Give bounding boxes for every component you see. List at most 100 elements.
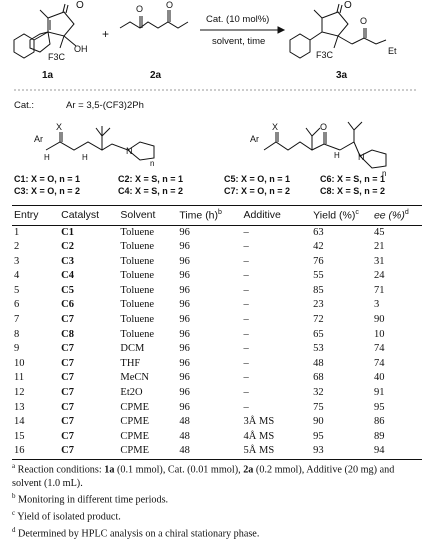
footnotes: a Reaction conditions: 1a (0.1 mmol), Ca…: [12, 460, 422, 541]
cell-time: 48: [177, 444, 242, 461]
cell-solvent: Toluene: [120, 299, 155, 311]
cell-solvent: Toluene: [120, 255, 155, 267]
cell-time: 96: [179, 328, 190, 340]
cell-entry: 7: [14, 314, 20, 326]
cell-ee: 10: [373, 328, 385, 340]
cell-yield: 23: [313, 299, 324, 311]
cell-ee: 74: [373, 357, 385, 369]
cell-time: 96: [179, 284, 190, 296]
footnote-c: c Yield of isolated product.: [12, 507, 422, 524]
optimization-table: Entry Catalyst Solvent Time (h)b Additiv…: [12, 205, 422, 461]
cell-solvent: Toluene: [120, 270, 155, 282]
cat-label: Cat.:: [14, 100, 34, 111]
cell-yield: 55: [313, 270, 324, 282]
c5-x: X: [272, 122, 278, 132]
cell-catalyst: C7: [61, 343, 74, 355]
cell-time: 96: [179, 226, 190, 238]
catalyst-loading-label: Cat. (10 mol%): [206, 14, 269, 25]
cell-catalyst: C2: [61, 241, 74, 253]
cell-time: 96: [179, 387, 190, 399]
cell-yield: 42: [313, 241, 324, 253]
cell-additive: –: [243, 401, 249, 413]
cell-entry: 9: [14, 343, 20, 355]
c5-n-index: n: [382, 169, 386, 178]
footnote-b: b Monitoring in different time periods.: [12, 490, 422, 507]
cell-catalyst: C8: [61, 328, 74, 340]
footnote-b-text: Monitoring in different time periods.: [15, 494, 169, 506]
c1-x: X: [56, 122, 62, 132]
cell-ee: 74: [373, 343, 385, 355]
cell-time: 96: [179, 401, 190, 413]
cell-solvent: THF: [120, 357, 141, 369]
cell-additive: –: [243, 357, 249, 369]
footnote-c-mark: c: [12, 509, 16, 517]
cell-solvent: Et2O: [120, 387, 143, 399]
cell-yield: 48: [313, 357, 324, 369]
c2-def: C2: X = S, n = 1: [118, 174, 183, 184]
compound-2a-o-right: O: [166, 0, 173, 10]
cell-solvent: MeCN: [120, 372, 149, 384]
cell-solvent: Toluene: [120, 284, 155, 296]
compound-3a-carbonyl-o: O: [344, 0, 352, 11]
header-ee-text: ee (%): [373, 209, 405, 222]
cell-entry: 16: [12, 444, 60, 461]
c4-def: C4: X = S, n = 2: [118, 186, 183, 196]
cell-ee: 71: [373, 284, 385, 296]
cell-entry: 5: [14, 284, 20, 296]
header-yield-sup: c: [355, 209, 359, 216]
compound-1a-label: 1a: [42, 70, 54, 81]
c3-def: C3: X = O, n = 2: [14, 186, 80, 196]
header-catalyst: Catalyst: [59, 205, 119, 226]
footnote-c-text: Yield of isolated product.: [15, 511, 121, 523]
cell-entry: 3: [14, 255, 20, 267]
compound-1a-f3c: F3C: [48, 52, 66, 62]
cell-additive: –: [243, 299, 249, 311]
cell-ee: 90: [373, 314, 385, 326]
cell-time: 96: [179, 241, 190, 253]
c5-def: C5: X = O, n = 1: [224, 174, 290, 184]
c5-ar: Ar: [250, 134, 259, 144]
cell-yield: 65: [313, 328, 324, 340]
compound-2a-o-left: O: [136, 4, 143, 14]
cell-solvent: CPME: [120, 430, 149, 442]
cell-solvent: Toluene: [120, 241, 155, 253]
footnote-a-text-1: Reaction conditions:: [15, 464, 105, 476]
compound-2a-label: 2a: [150, 70, 162, 81]
cell-yield: 85: [313, 284, 324, 296]
cell-catalyst: C7: [61, 416, 74, 428]
cell-catalyst: C6: [61, 299, 74, 311]
header-ee-sup: d: [404, 209, 409, 216]
cell-catalyst: C7: [61, 372, 74, 384]
cell-entry: 6: [14, 299, 20, 311]
cell-solvent: Toluene: [120, 328, 155, 340]
table-header-row: Entry Catalyst Solvent Time (h)b Additiv…: [12, 205, 422, 226]
cell-additive: –: [243, 372, 249, 384]
cell-additive: 3Å MS: [243, 416, 275, 428]
cell-additive: 5Å MS: [241, 444, 312, 461]
header-yield: Yield (%)c: [311, 205, 372, 226]
footnote-a-mark: a: [12, 462, 16, 470]
cell-yield: 95: [313, 430, 324, 442]
cell-entry: 13: [14, 401, 25, 413]
c5-ring-n: N: [358, 152, 365, 162]
footnote-d-text: Determined by HPLC analysis on a chiral …: [15, 528, 260, 540]
cell-entry: 12: [14, 387, 25, 399]
header-time: Time (h)b: [177, 205, 242, 226]
c1-n-left: H: [44, 153, 50, 162]
c5-h: H: [334, 151, 340, 160]
cell-entry: 14: [14, 416, 25, 428]
cell-yield: 53: [313, 343, 324, 355]
cell-yield: 32: [313, 387, 324, 399]
footnote-d: d Determined by HPLC analysis on a chira…: [12, 524, 422, 541]
footnote-a-text-2: (0.1 mmol), Cat. (0.01 mmol),: [114, 464, 244, 476]
cell-catalyst: C7: [61, 401, 74, 413]
cell-time: 96: [179, 314, 190, 326]
cell-ee: 95: [373, 401, 385, 413]
